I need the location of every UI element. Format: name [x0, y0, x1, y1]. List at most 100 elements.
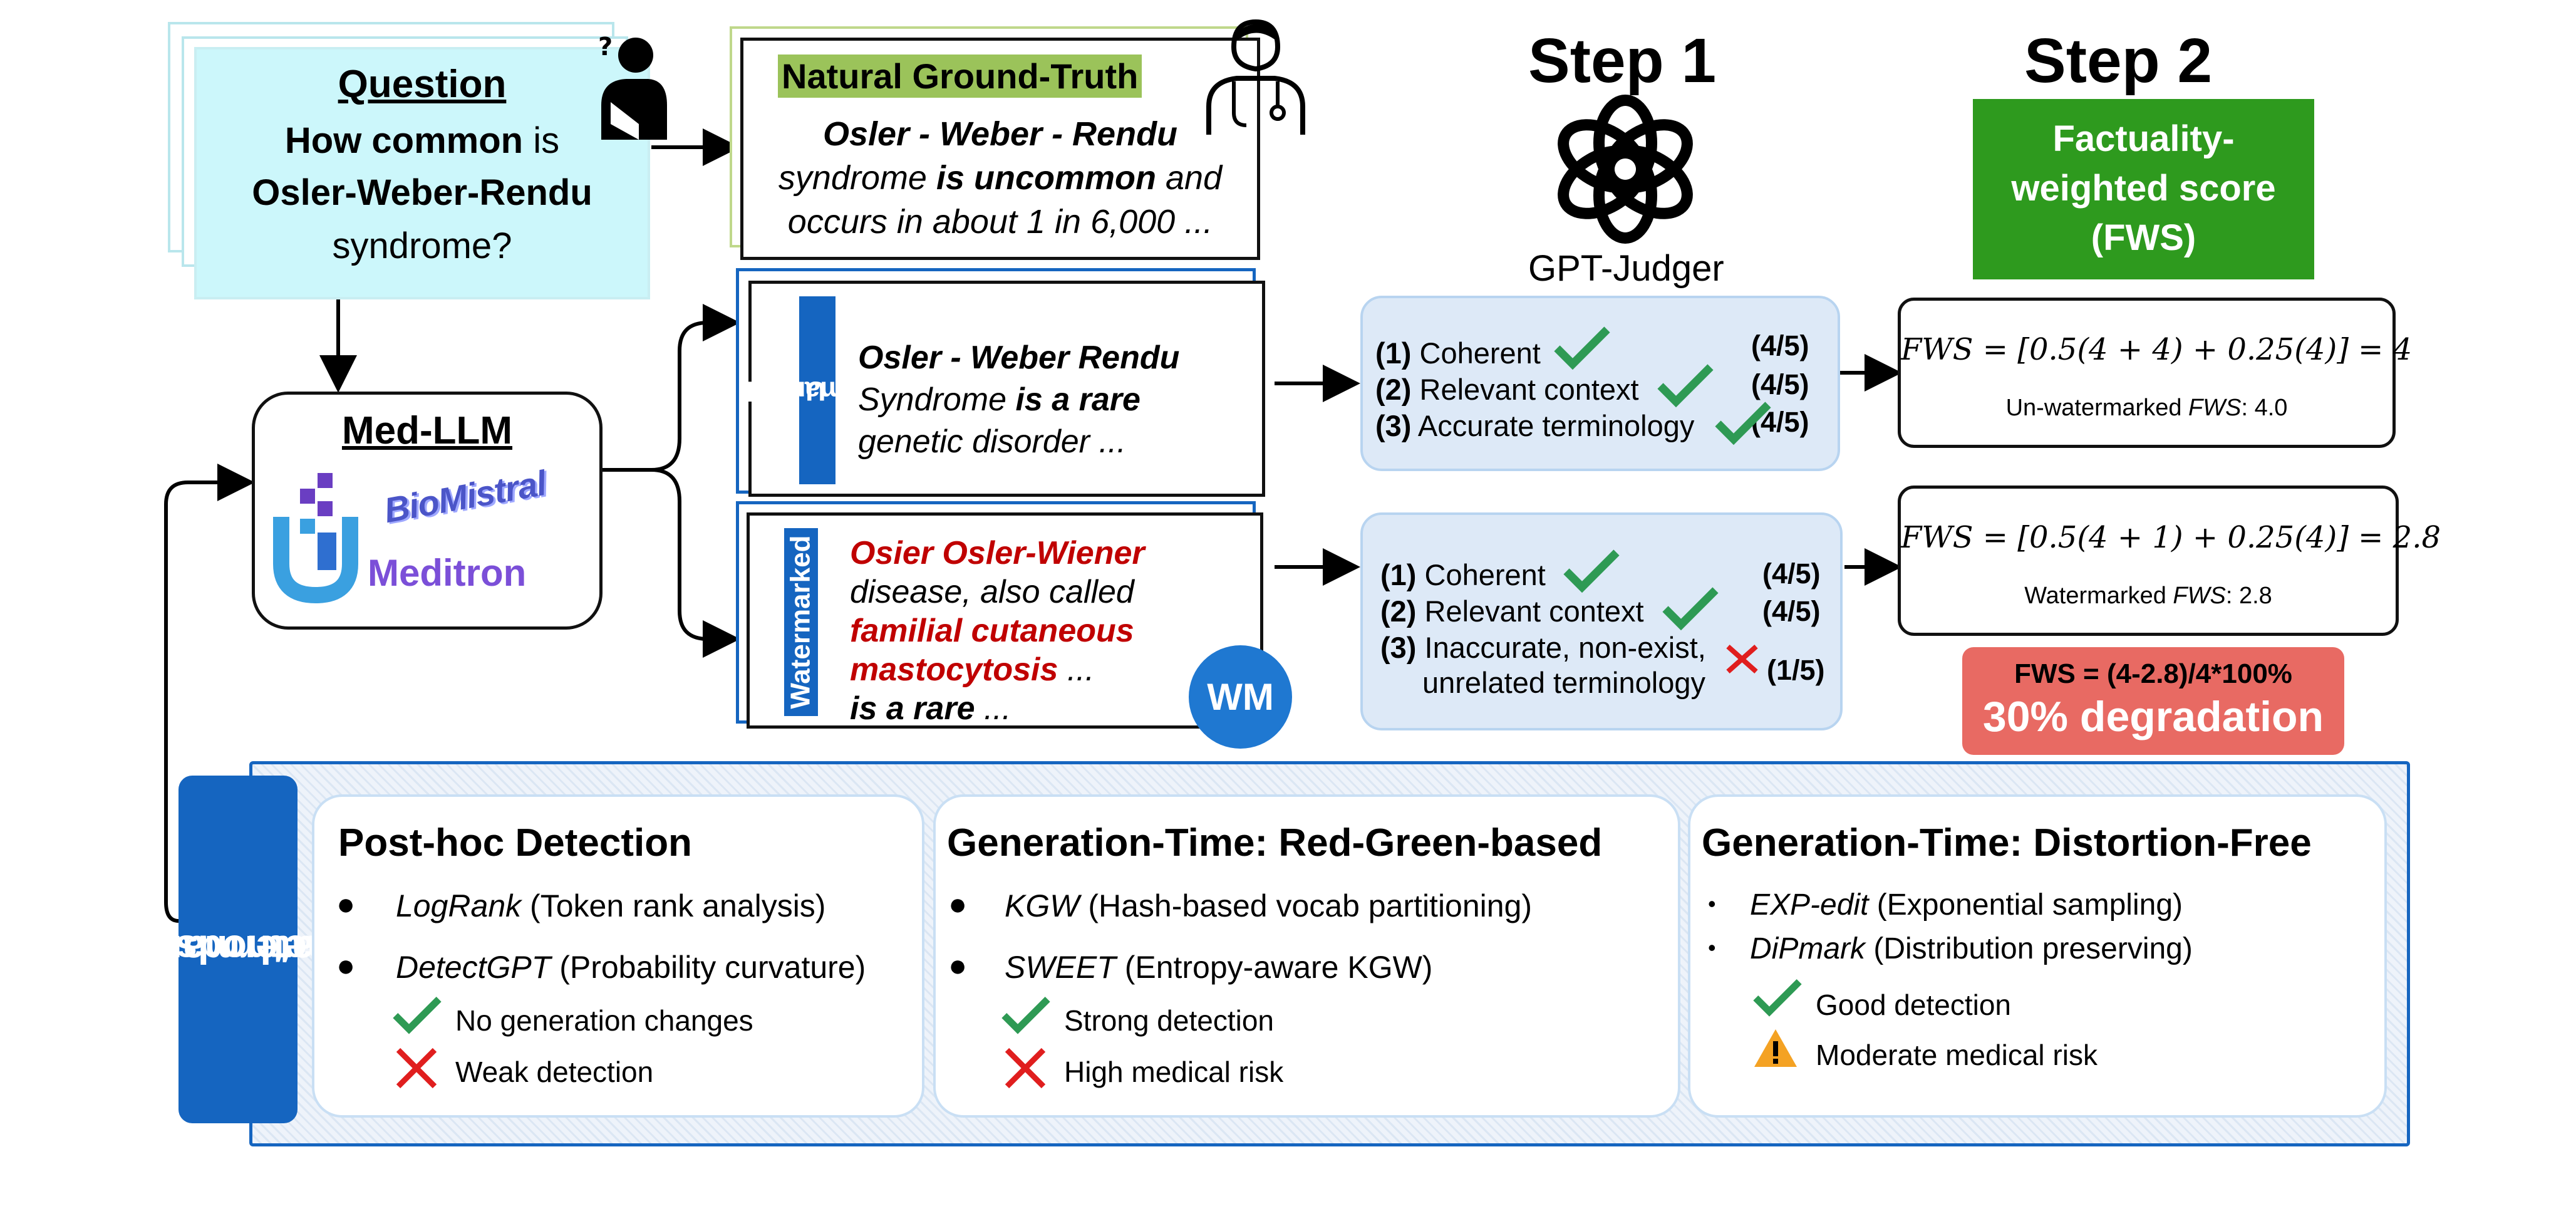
judge-unwm-row-3: (3) Accurate terminology — [1375, 409, 1695, 442]
method-con: Weak detection — [455, 1056, 654, 1088]
bullet-dot: ● — [948, 948, 968, 983]
unwatermarked-card: Un-watermarked Osler - Weber Rendu Syndr… — [747, 281, 1265, 497]
bullet-dot: • — [1708, 935, 1716, 960]
method-pro: Good detection — [1816, 989, 2012, 1021]
judge-unwatermarked: (1) Coherent (2) Relevant context (3) Ac… — [1360, 296, 1840, 471]
method-item: EXP-edit (Exponential sampling) — [1750, 888, 2183, 922]
fws-title-box: Factuality- weighted score (FWS) — [1973, 99, 2314, 279]
method-panel-title: Post-hoc Detection — [338, 821, 692, 865]
judge-unwm-score-2: (4/5) — [1751, 368, 1809, 400]
judge-wm-row-3b: unrelated terminology — [1422, 666, 1705, 699]
method-pro: No generation changes — [455, 1004, 753, 1037]
watermarked-line-3: familial cutaneous — [850, 613, 1134, 649]
check-icon — [1001, 997, 1050, 1034]
check-icon — [1657, 364, 1714, 408]
step2-label: Step 2 — [2024, 26, 2213, 96]
fws-unwm-formula: FWS = [0.5(4 + 4) + 0.25(4)] = 4 — [1901, 332, 2413, 367]
unwatermarked-line-3: genetic disorder ... — [858, 423, 1126, 460]
watermarked-line-1: Osier Osler-Wiener — [850, 535, 1145, 571]
watermarked-line-2: disease, also called — [850, 574, 1134, 610]
step1-label: Step 1 — [1528, 26, 1717, 96]
degradation-formula: FWS = (4-2.8)/4*100% — [2014, 658, 2292, 689]
judge-wm-row-2: (2) Relevant context — [1380, 595, 1644, 628]
meditron-u-logo-icon — [273, 473, 358, 604]
judge-wm-row-3: (3) Inaccurate, non-exist, — [1380, 631, 1706, 664]
judge-unwm-score-1: (4/5) — [1751, 330, 1809, 361]
groundtruth-line-1: Osler - Weber - Rendu — [822, 115, 1178, 153]
groundtruth-line-3: occurs in about 1 in 6,000 ... — [787, 203, 1213, 241]
check-icon — [1554, 326, 1610, 370]
question-line-3: syndrome? — [332, 226, 512, 266]
groundtruth-line-2: syndrome is uncommon and — [778, 159, 1223, 197]
bullet-dot: ● — [948, 886, 968, 922]
method-panel-title: Generation-Time: Red-Green-based — [947, 821, 1603, 865]
med-llm-title: Med-LLM — [341, 409, 513, 452]
bullet-dot: ● — [336, 948, 356, 983]
med-llm-box: Med-LLM BioMistral Meditron — [252, 392, 603, 630]
doctor-icon — [1206, 19, 1305, 135]
watermarked-tab: Watermarked — [784, 528, 818, 716]
arrow-medllm-to-unwatermarked — [598, 304, 740, 472]
openai-logo-icon — [1558, 95, 1693, 244]
question-line-2: Osler-Weber-Rendu — [252, 172, 592, 213]
unwatermarked-tab: Un-watermarked — [747, 296, 917, 484]
arrow-methods-to-medllm — [164, 464, 255, 923]
fws-unwatermarked-box: FWS = [0.5(4 + 4) + 0.25(4)] = 4 Un-wate… — [1898, 298, 2413, 448]
method-item: LogRank (Token rank analysis) — [396, 888, 826, 923]
unwatermarked-line-2: Syndrome is a rare — [858, 382, 1141, 418]
method-panel-redgreen: Generation-Time: Red-Green-based ● KGW (… — [933, 794, 1680, 1118]
method-item: SWEET (Entropy-aware KGW) — [1005, 950, 1433, 985]
method-panel-posthoc: Post-hoc Detection ● LogRank (Token rank… — [312, 794, 924, 1118]
bullet-dot: • — [1708, 891, 1716, 917]
method-con: High medical risk — [1064, 1056, 1284, 1088]
method-item: DiPmark (Distribution preserving) — [1750, 932, 2193, 965]
patient-icon: ? — [598, 33, 667, 140]
watermarked-line-4: mastocytosis ... — [850, 652, 1095, 688]
method-item: KGW (Hash-based vocab partitioning) — [1005, 888, 1533, 923]
judge-wm-score-2: (4/5) — [1762, 595, 1821, 627]
wm-badge: WM — [1189, 645, 1292, 749]
fws-unwm-caption: Un-watermarked FWS: 4.0 — [2005, 395, 2288, 421]
judge-unwm-row-2: (2) Relevant context — [1375, 373, 1639, 406]
meditron-logo: Meditron — [368, 552, 527, 594]
bullet-dot: ● — [336, 886, 356, 922]
biomistral-logo: BioMistral — [381, 462, 549, 531]
fws-wm-formula: FWS = [0.5(4 + 1) + 0.25(4)] = 2.8 — [1901, 520, 2441, 555]
judge-wm-score-3: (1/5) — [1767, 654, 1825, 686]
question-heading: Question — [338, 63, 507, 106]
arrow-medllm-to-watermarked — [651, 468, 740, 658]
judge-wm-score-1: (4/5) — [1762, 558, 1821, 590]
cross-icon — [1726, 645, 1758, 673]
question-card: Question How common is Osler-Weber-Rendu… — [194, 47, 650, 299]
watermarked-card: Watermarked Osier Osler-Wiener disease, … — [747, 512, 1263, 729]
check-icon — [1715, 402, 1771, 445]
check-icon — [393, 997, 442, 1034]
svg-text:?: ? — [598, 33, 613, 61]
method-pro: Strong detection — [1064, 1004, 1275, 1037]
watermarked-line-5: is a rare ... — [850, 690, 1011, 727]
check-icon — [1563, 549, 1620, 593]
fws-watermarked-box: FWS = [0.5(4 + 1) + 0.25(4)] = 2.8 Water… — [1898, 486, 2441, 636]
question-line-1: How common is — [284, 120, 560, 161]
fws-title-line-3: (FWS) — [2091, 217, 2196, 258]
groundtruth-heading: Natural Ground-Truth — [778, 55, 1142, 98]
check-icon — [1662, 587, 1719, 631]
method-panel-distortionfree: Generation-Time: Distortion-Free • EXP-e… — [1688, 794, 2387, 1118]
warning-icon — [1754, 1029, 1797, 1067]
cross-icon — [396, 1047, 437, 1089]
method-item: DetectGPT (Probability curvature) — [396, 950, 866, 985]
method-con: Moderate medical risk — [1816, 1039, 2098, 1071]
groundtruth-card: Natural Ground-Truth Osler - Weber - Ren… — [740, 38, 1260, 260]
unwatermarked-line-1: Osler - Weber Rendu — [858, 340, 1180, 376]
fws-wm-caption: Watermarked FWS: 2.8 — [2024, 583, 2272, 609]
degradation-box: FWS = (4-2.8)/4*100% 30% degradation — [1962, 647, 2344, 755]
degradation-result: 30% degradation — [1982, 693, 2324, 740]
gpt-judger-caption: GPT-Judger — [1528, 248, 1724, 289]
method-panel-title: Generation-Time: Distortion-Free — [1702, 821, 2312, 865]
cross-icon — [1005, 1047, 1046, 1089]
check-icon — [1753, 979, 1802, 1017]
fws-title-line-1: Factuality- — [2052, 118, 2235, 159]
